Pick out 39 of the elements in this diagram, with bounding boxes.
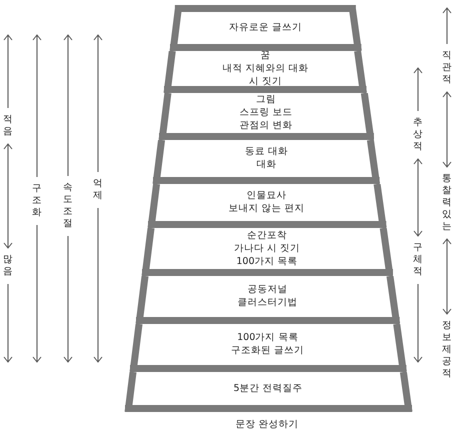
pyramid-band xyxy=(140,228,394,276)
band-text: 보내지 않는 편지 xyxy=(228,202,305,215)
band-text: 대화 xyxy=(256,158,276,171)
axis-label: 직관적 xyxy=(441,50,453,86)
band-text: 자유로운 글쓰기 xyxy=(228,21,302,34)
base-caption: 문장 완성하기 xyxy=(236,418,299,431)
band-text: 100가지 목록 xyxy=(236,254,298,268)
pyramid-band xyxy=(134,276,400,324)
axis-label: 추상적 xyxy=(412,117,424,153)
axis-label: 억제 xyxy=(92,178,104,202)
pyramid-band xyxy=(163,50,368,92)
band-text: 가나다 시 짓기 xyxy=(234,242,300,254)
band-text: 내적 지혜와의 대화 xyxy=(222,62,309,74)
axis-label: 많음 xyxy=(2,254,14,278)
axis-label: 통찰력있는 xyxy=(441,173,453,233)
axis-label: 구체적 xyxy=(412,242,424,278)
band-text: 구조화된 글쓰기 xyxy=(231,344,304,357)
axis-label: 적음 xyxy=(2,114,14,138)
band-text: 관점의 변화 xyxy=(239,119,292,132)
band-text: 그림 xyxy=(256,93,276,106)
band-text: 100가지 목록 xyxy=(237,331,298,344)
band-text: 시 짓기 xyxy=(249,74,282,88)
band-text: 클러스터기법 xyxy=(237,296,298,309)
pyramid-band xyxy=(168,4,362,50)
band-text: 꿈 xyxy=(260,48,271,62)
axis-label: 속도조절 xyxy=(62,182,74,230)
band-text: 순간포착 xyxy=(246,228,287,242)
pyramid-band xyxy=(146,184,387,228)
band-text: 5분간 전력질주 xyxy=(233,382,303,394)
pyramid-band xyxy=(128,324,407,372)
pyramid-band xyxy=(158,92,374,140)
axis-label: 구조화 xyxy=(31,183,43,219)
band-text: 인물묘사 xyxy=(246,189,287,202)
band-text: 공동저널 xyxy=(247,283,288,296)
band-text: 스프링 보드 xyxy=(239,106,292,119)
pyramid-band xyxy=(124,372,412,412)
band-text: 동료 대화 xyxy=(244,145,288,158)
pyramid-band xyxy=(152,140,381,184)
axis-label: 정보제공적 xyxy=(441,320,453,380)
